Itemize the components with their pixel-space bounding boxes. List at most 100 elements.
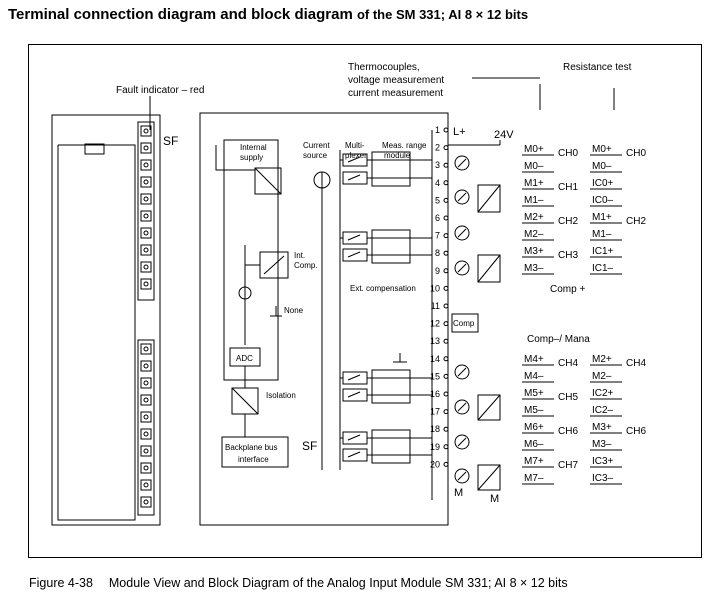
terminal-number: 6 [435,213,440,223]
sensor-symbol [454,399,470,415]
right-signal-label: M0+ [592,144,612,155]
front-terminal [140,462,152,474]
front-terminal [140,360,152,372]
terminal-point [443,303,449,309]
resistance-bridge [477,184,501,213]
front-terminal [140,343,152,355]
right-signal-label: M1– [592,229,612,240]
summing-junction [238,286,252,300]
terminal-number: 8 [435,248,440,258]
terminal-number: 5 [435,195,440,205]
terminal-number: 17 [430,407,440,417]
front-terminal [140,394,152,406]
left-channel-label: CH4 [558,358,578,369]
current-measurement-label: current measurement [348,88,443,99]
left-channel-label: CH6 [558,426,578,437]
l-plus-label: L+ [453,126,466,138]
front-terminal [140,377,152,389]
left-signal-label: M6– [524,439,544,450]
terminal-point [443,250,449,256]
comp-box-label: Comp [453,319,475,328]
internal-supply-label: Internal [240,143,267,152]
right-signal-label: IC2+ [592,388,614,399]
right-signal-label: IC2– [592,405,614,416]
left-signal-label: M4– [524,371,544,382]
right-signal-label: M0– [592,161,612,172]
multiplexer-switch [342,171,368,185]
multiplexer-switch [342,231,368,245]
sf-module-label: SF [163,134,178,148]
front-terminal [140,479,152,491]
module-label-slot [84,143,105,155]
sensor-symbol [454,260,470,276]
comp-mana-label: Comp–/ Mana [527,334,590,345]
title-suffix: of the SM 331; AI 8 × 12 bits [356,7,529,22]
terminal-point [443,145,449,151]
terminal-number: 15 [430,371,440,381]
terminal-point [443,215,449,221]
internal-supply-block [254,167,282,195]
int-comp-label-2: Comp. [294,261,318,270]
meas-range-label-2: module [384,151,411,160]
right-signal-label: IC3– [592,473,614,484]
terminal-number: 2 [435,143,440,153]
meas-range-module [371,429,411,464]
terminal-number: 18 [430,424,440,434]
fault-indicator-label: Fault indicator – red [116,85,204,96]
multiplexer-label-2: plexer [345,151,367,160]
front-terminal [140,445,152,457]
meas-range-module [371,229,411,264]
front-terminal [140,193,152,205]
m-right-label: M [490,493,499,505]
sensor-symbol [454,225,470,241]
front-terminal [140,411,152,423]
internal-supply-label-2: supply [240,153,263,162]
backplane-interface-label: interface [238,455,269,464]
terminal-number: 10 [430,283,440,293]
left-signal-label: M7– [524,473,544,484]
resistance-bridge [477,464,501,491]
left-channel-label: CH7 [558,460,578,471]
left-channel-label: CH3 [558,250,578,261]
front-terminal [140,227,152,239]
front-terminal [140,496,152,508]
terminal-number: 13 [430,336,440,346]
left-channel-label: CH0 [558,148,578,159]
terminal-point [443,426,449,432]
right-signal-label: M2– [592,371,612,382]
terminal-point [443,321,449,327]
terminal-number: 20 [430,459,440,469]
terminal-point [443,268,449,274]
right-signal-label: IC3+ [592,456,614,467]
24v-label: 24V [494,129,514,141]
resistance-test-label: Resistance test [563,62,632,73]
multiplexer-switch [342,388,368,402]
terminal-number: 16 [430,389,440,399]
terminal-point [443,233,449,239]
left-signal-label: M7+ [524,456,544,467]
current-source-label-2: source [303,151,328,160]
sensor-symbol [454,434,470,450]
comp-box [451,313,479,333]
right-signal-label: IC0+ [592,178,614,189]
terminal-strip-bottom [137,339,155,516]
backplane-interface-block [221,436,289,468]
thermocouples-label: Thermocouples, [348,62,420,73]
left-signal-label: M5+ [524,388,544,399]
right-channel-label: CH0 [626,148,646,159]
right-channel-label: CH6 [626,426,646,437]
left-signal-label: M4+ [524,354,544,365]
terminal-number: 1 [435,125,440,135]
front-terminal [140,125,152,137]
terminal-number: 4 [435,178,440,188]
m-bottom-label: M [454,487,463,499]
sensor-symbol [454,468,470,484]
terminal-point [443,444,449,450]
left-signal-label: M0– [524,161,544,172]
front-terminal [140,278,152,290]
multiplexer-switch [342,248,368,262]
sensor-symbol [454,364,470,380]
left-signal-label: M3– [524,263,544,274]
title-main: Terminal connection diagram and block di… [8,6,353,23]
terminal-point [443,356,449,362]
